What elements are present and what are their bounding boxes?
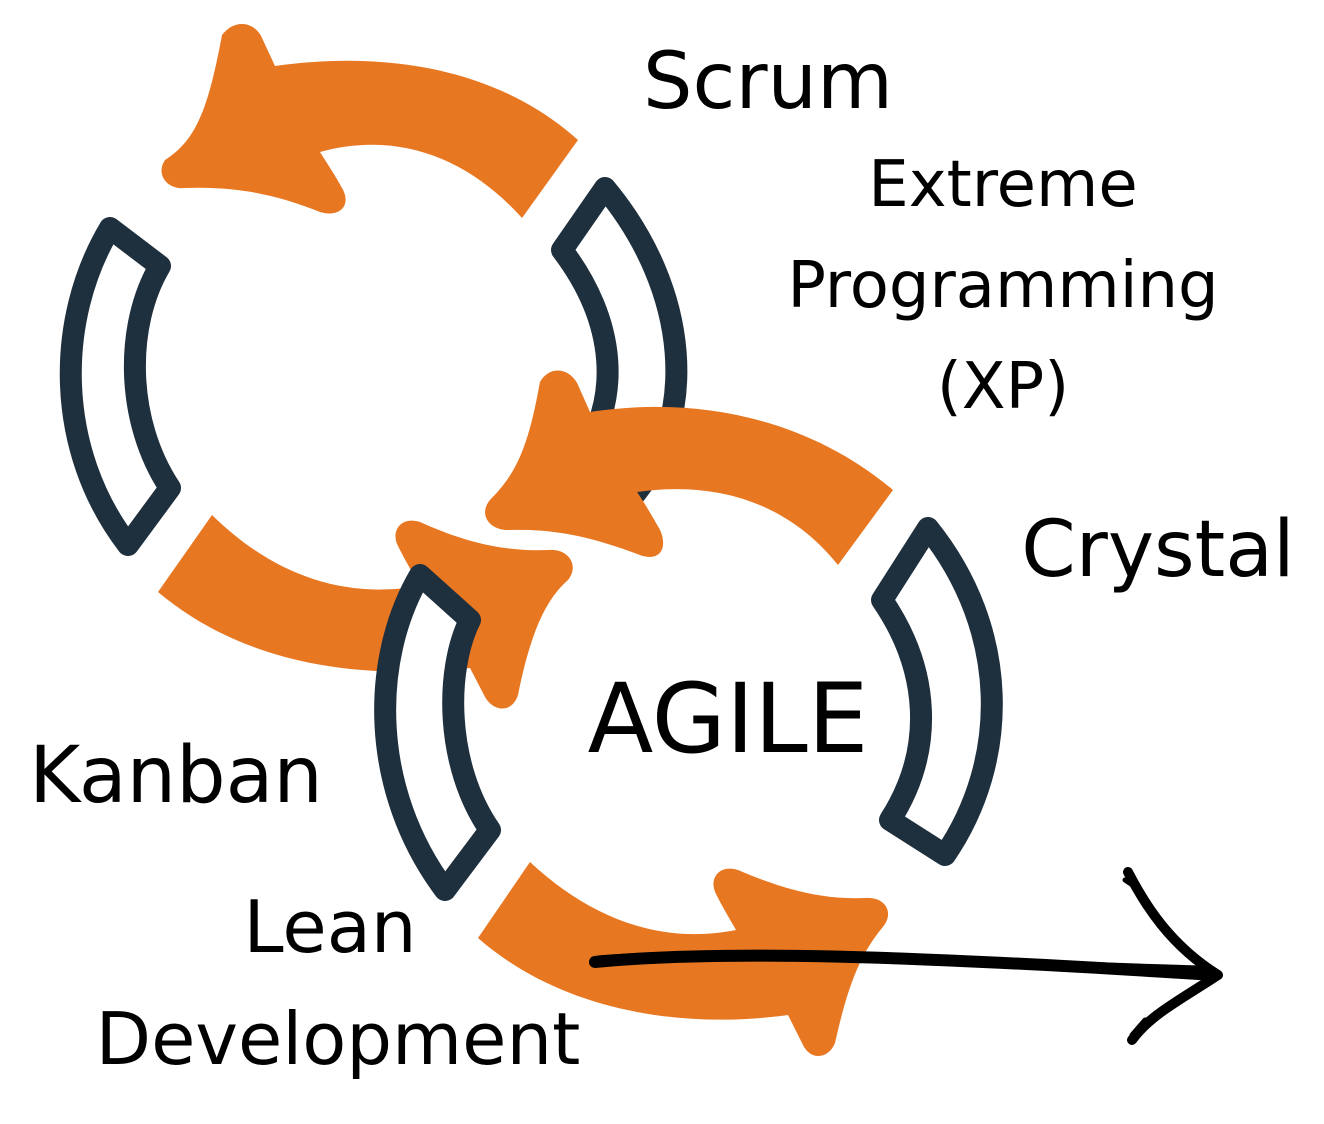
label-kanban: Kanban — [29, 731, 323, 821]
label-lean-line1: Lean — [244, 885, 417, 969]
bottom-cycle-left-bracket — [374, 564, 501, 901]
bottom-cycle-right-bracket — [871, 517, 1003, 866]
label-scrum: Scrum — [643, 37, 893, 127]
label-xp-line3: (XP) — [937, 350, 1069, 424]
label-xp-line1: Extreme — [868, 148, 1137, 222]
label-lean-line2: Development — [96, 997, 581, 1081]
top-cycle-upper-arrow — [161, 23, 578, 219]
top-cycle-left-bracket — [59, 217, 181, 556]
label-crystal: Crystal — [1021, 505, 1294, 595]
label-xp-line2: Programming — [787, 249, 1218, 323]
center-label: AGILE — [588, 663, 869, 775]
bottom-cycle-arrowhead-overlay — [485, 370, 664, 557]
hand-drawn-arrow-icon — [589, 867, 1223, 1045]
top-cycle — [59, 23, 688, 709]
top-cycle-lower-arrow — [158, 515, 573, 709]
